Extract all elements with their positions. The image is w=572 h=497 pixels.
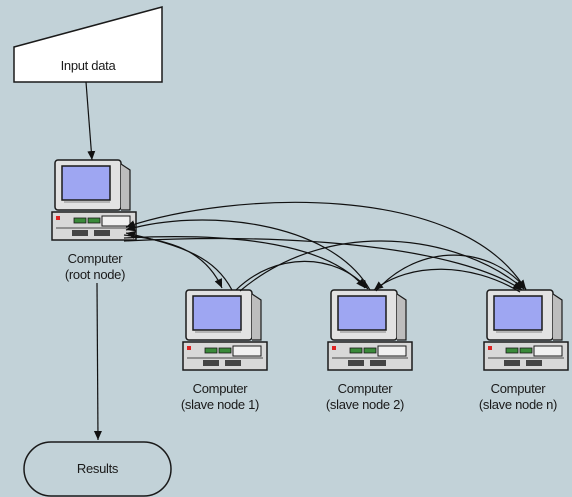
- slave1-title: Computer: [192, 381, 248, 396]
- arrow-root-to-slaven: [123, 237, 523, 291]
- slaven-computer-icon: [483, 289, 569, 371]
- slave1-label: Computer (slave node 1): [160, 381, 280, 413]
- arrow-slave2-to-root: [125, 219, 371, 291]
- slaven-label: Computer (slave node n): [464, 381, 572, 413]
- results-shape: [23, 441, 172, 497]
- input-data-text: Input data: [60, 58, 116, 73]
- slave1-subtitle: (slave node 1): [180, 397, 260, 412]
- results-label: Results: [24, 461, 171, 477]
- arrow-input-to-root: [85, 81, 96, 161]
- slave2-title: Computer: [337, 381, 393, 396]
- arrow-slaven-to-slave2: [373, 268, 521, 293]
- input-data-label: Input data: [14, 58, 162, 74]
- root-node-label: Computer (root node): [40, 251, 150, 283]
- input-data-shape: [13, 6, 163, 83]
- root-node-subtitle: (root node): [64, 267, 126, 282]
- root-node-title: Computer: [67, 251, 123, 266]
- arrow-root-to-slave2: [123, 236, 366, 289]
- slave2-computer-icon: [327, 289, 413, 371]
- results-text: Results: [76, 461, 119, 476]
- arrow-slave1-to-slaven: [239, 240, 525, 292]
- slave1-computer-icon: [182, 289, 268, 371]
- slave2-label: Computer (slave node 2): [305, 381, 425, 413]
- root-computer-icon: [51, 159, 137, 241]
- arrow-slaven-to-root: [125, 201, 527, 291]
- slaven-subtitle: (slave node n): [478, 397, 558, 412]
- arrow-slave1-to-slave2: [235, 260, 369, 291]
- slave2-subtitle: (slave node 2): [325, 397, 405, 412]
- arrow-slave2-to-slaven: [375, 254, 527, 292]
- arrow-slave1-to-root: [125, 231, 233, 291]
- slaven-title: Computer: [490, 381, 546, 396]
- arrow-root-to-results: [93, 282, 102, 441]
